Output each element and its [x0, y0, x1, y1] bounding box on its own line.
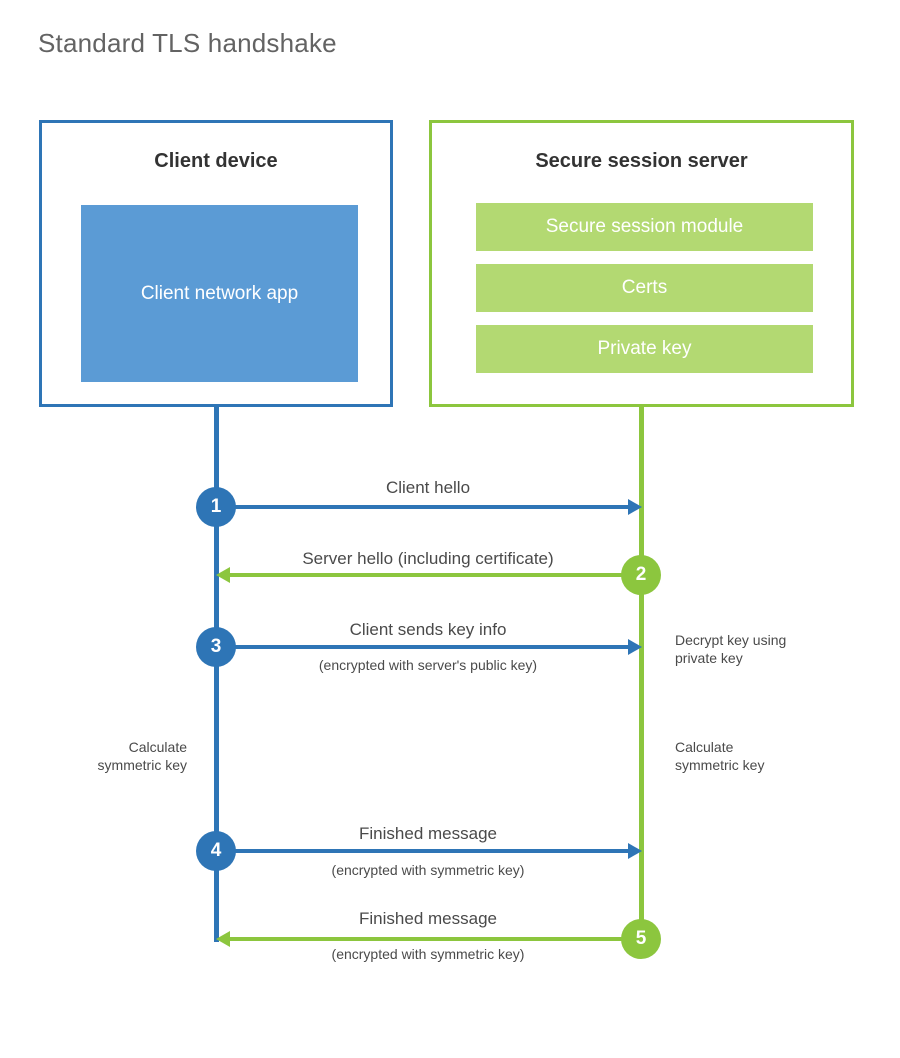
secure-session-server-title: Secure session server — [535, 150, 748, 172]
step-1-circle: 1 — [196, 487, 236, 527]
secure-session-server-box: Secure session server Secure session mod… — [429, 120, 854, 407]
client-device-box: Client device Client network app — [39, 120, 393, 407]
step-4-label: Finished message — [359, 824, 497, 843]
client-device-title: Client device — [154, 150, 278, 172]
server-block-certs: Certs — [476, 264, 813, 312]
step-2-arrow-head-icon — [216, 567, 230, 583]
step-2-arrow-line — [222, 573, 622, 577]
server-block-private-key: Private key — [476, 325, 813, 373]
step-2-circle: 2 — [621, 555, 661, 595]
server-calculate-symmetric-key-note: Calculate symmetric key — [675, 739, 765, 773]
step-5-arrow-line — [222, 937, 622, 941]
step-5-label: Finished message — [359, 909, 497, 928]
page-title: Standard TLS handshake — [38, 28, 337, 58]
step-5-circle: 5 — [621, 919, 661, 959]
server-lifeline — [639, 404, 644, 942]
step-2-label: Server hello (including certificate) — [302, 549, 554, 568]
step-3-sublabel: (encrypted with server's public key) — [318, 657, 538, 673]
step-4-circle: 4 — [196, 831, 236, 871]
step-3-arrow-head-icon — [628, 639, 642, 655]
step-4-arrow-line — [216, 849, 630, 853]
client-network-app-block: Client network app — [81, 205, 358, 382]
step-4-sublabel: (encrypted with symmetric key) — [331, 862, 525, 878]
step-1-label: Client hello — [385, 478, 471, 497]
client-lifeline — [214, 404, 219, 942]
step-5-arrow-head-icon — [216, 931, 230, 947]
step-5-sublabel: (encrypted with symmetric key) — [331, 946, 525, 962]
step-1-arrow-head-icon — [628, 499, 642, 515]
server-block-secure-session-module: Secure session module — [476, 203, 813, 251]
server-decrypt-note: Decrypt key using private key — [675, 632, 787, 666]
step-3-arrow-line — [216, 645, 630, 649]
step-3-circle: 3 — [196, 627, 236, 667]
step-1-arrow-line — [216, 505, 630, 509]
step-4-arrow-head-icon — [628, 843, 642, 859]
client-calculate-symmetric-key-note: Calculate symmetric key — [97, 739, 187, 773]
step-3-label: Client sends key info — [349, 620, 507, 639]
